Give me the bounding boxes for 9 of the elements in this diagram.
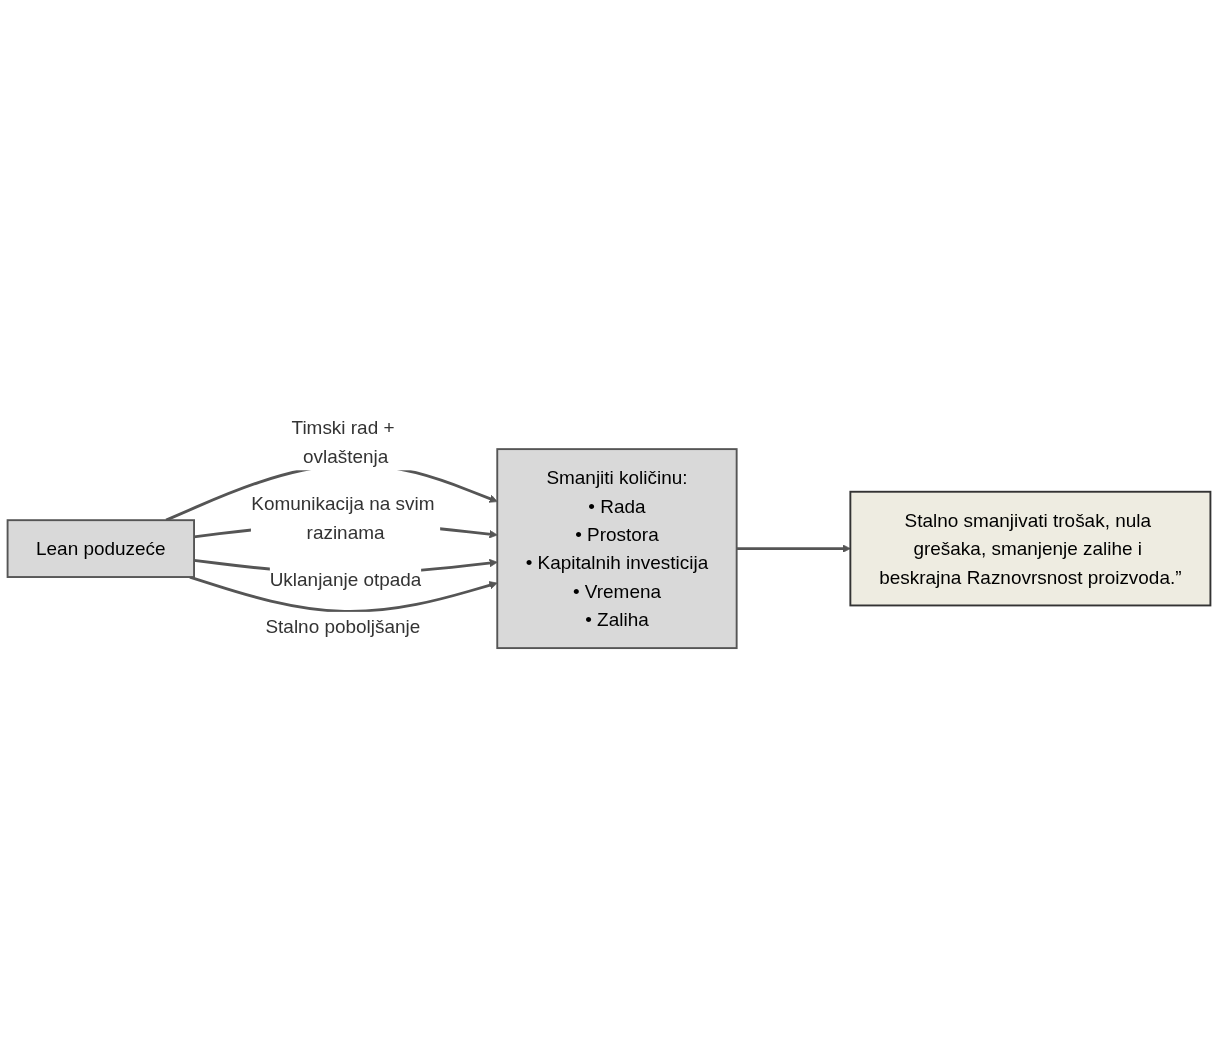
arrow xyxy=(736,544,851,553)
edge-label: Uklanjanje otpada xyxy=(269,568,422,590)
node-box: Lean poduzeće xyxy=(6,518,195,578)
arrow xyxy=(189,575,498,613)
edge-label: Timski rad + ovlaštenja xyxy=(291,417,395,467)
edge-label: Komunikacija na svim razinama xyxy=(251,492,435,543)
node-box: Smanjiti količinu: • Rada • Prostora • Kapitalnih investicija • Vremena • Zaliha xyxy=(496,447,738,649)
node-box: Stalno smanjivati trošak, nula grešaka, smanjenje zalihe i beskrajna Raznovrsnost proizvoda.” xyxy=(849,490,1212,607)
edge-label: Stalno poboljšanje xyxy=(265,615,421,636)
